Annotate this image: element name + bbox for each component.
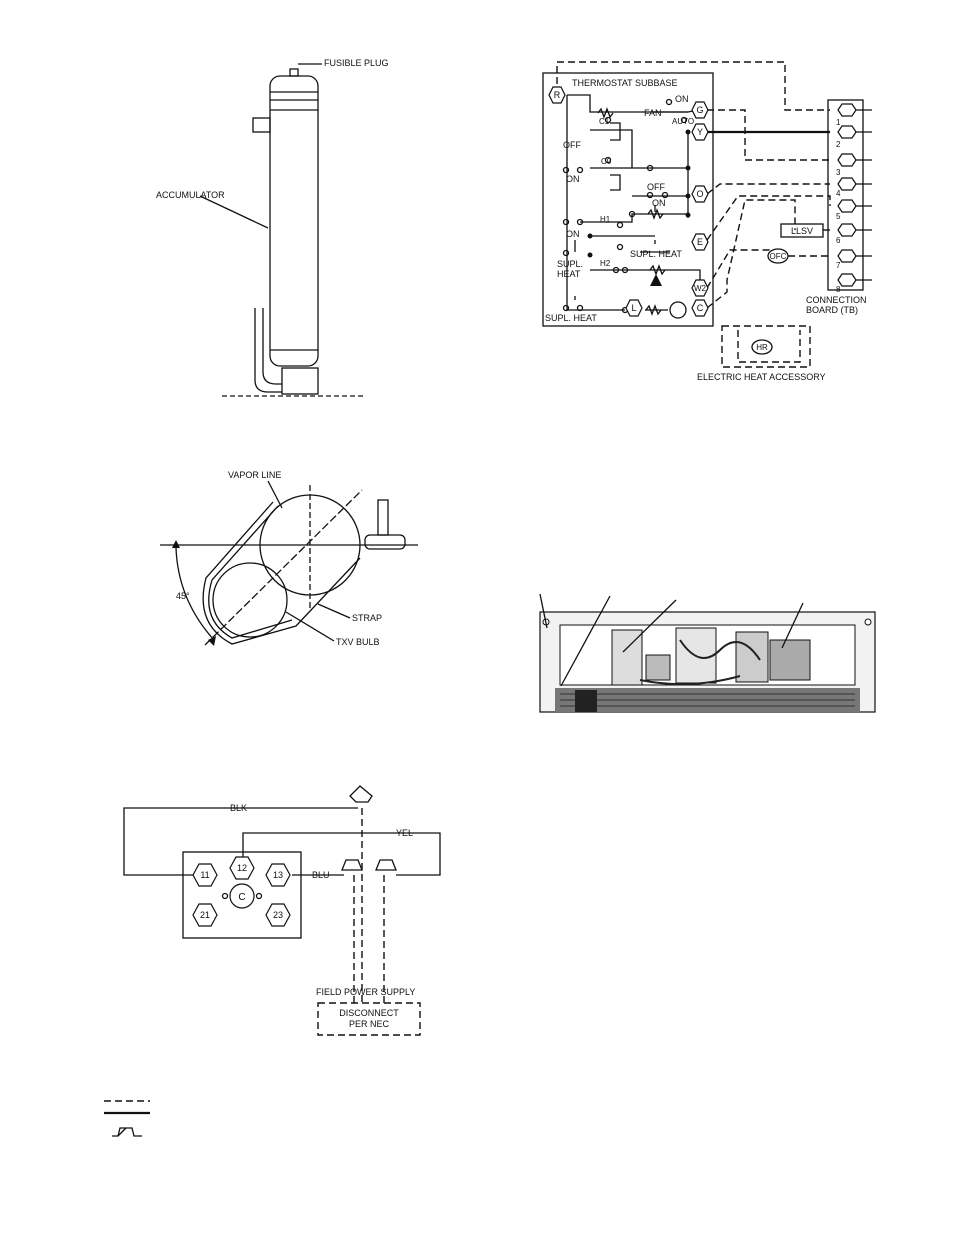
c1-label: C1 (599, 117, 610, 126)
outlet-tube (254, 308, 282, 393)
thermostat-subbase-box (542, 72, 714, 327)
board-number-4: 4 (836, 189, 841, 198)
angle-label: 45° (176, 591, 190, 601)
svg-text:Y: Y (697, 127, 703, 137)
fusible-plug-label: FUSIBLE PLUG (324, 58, 389, 68)
terminal-11: 11 (192, 863, 218, 887)
indicator-lamp (669, 301, 687, 319)
angle-arc (175, 547, 215, 641)
h1-label: H1 (600, 215, 611, 224)
terminal-12: 12 (229, 856, 255, 880)
em-off-label: OFF (647, 182, 665, 192)
fan-on-label: ON (675, 94, 689, 104)
power-wiring-figure: 11 12 13 21 23 C BLK YEL BLU FIELD POWER… (123, 785, 441, 1036)
em-on-label: ON (652, 198, 666, 208)
svg-text:G: G (696, 105, 703, 115)
thermostat-subbase-label: THERMOSTAT SUBBASE (572, 78, 678, 88)
txv-bulb-label: TXV BULB (336, 637, 380, 647)
system-off-label: OFF (563, 140, 581, 150)
txv-bulb-circle (212, 562, 288, 638)
svg-text:23: 23 (273, 910, 283, 920)
terminal-o: O (691, 185, 709, 203)
hr-symbol (751, 339, 773, 355)
board-number-3: 3 (836, 168, 841, 177)
c0-label: C0 (601, 157, 612, 166)
terminal-c: C (691, 299, 709, 317)
lug-yel (375, 859, 397, 871)
h2-label: H2 (600, 259, 611, 268)
board-number-2: 2 (836, 140, 841, 149)
fan-label: FAN (644, 108, 662, 118)
vapor-line-label: VAPOR LINE (228, 470, 281, 480)
terminal-c: C (221, 883, 263, 909)
llsv-label: LLSV (791, 226, 813, 236)
ground-lug-blk (349, 785, 373, 803)
connection-board (827, 99, 864, 291)
terminal-block (182, 851, 302, 939)
supl-heat-label-lower: SUPL. HEAT (545, 313, 597, 323)
txv-bulb-figure: 45° VAPOR LINE STRAP TXV BULB (160, 470, 418, 647)
system-on-label: ON (566, 174, 580, 184)
supl-label: SUPL. (557, 259, 583, 269)
accumulator-shell (269, 75, 319, 367)
blu-label: BLU (312, 870, 330, 880)
terminal-g: G (691, 101, 709, 119)
field-power-supply-label: FIELD POWER SUPPLY (316, 987, 415, 997)
ofc-label: OFC (770, 252, 787, 261)
control-box-photo (539, 593, 876, 713)
svg-text:13: 13 (273, 870, 283, 880)
thermostat-wiring-figure: THERMOSTAT SUBBASE (542, 61, 872, 382)
supl-heat-label-upper: SUPL. HEAT (630, 249, 682, 259)
board-number-7: 7 (836, 261, 841, 270)
heat-label: HEAT (557, 269, 581, 279)
lug-blu (341, 859, 363, 871)
hr-label: HR (756, 343, 768, 352)
terminal-21: 21 (192, 903, 218, 927)
disconnect-label-2: PER NEC (349, 1019, 390, 1029)
blk-label: BLK (230, 803, 247, 813)
svg-text:11: 11 (200, 870, 209, 880)
wiring-legend (104, 1100, 150, 1137)
terminal-w2: W2 (691, 279, 709, 297)
terminal-13: 13 (265, 863, 291, 887)
accumulator-figure: FUSIBLE PLUG ACCUMULATOR (156, 58, 389, 397)
inlet-tube (252, 117, 271, 133)
electric-heat-accessory-box (721, 325, 811, 368)
fusible-plug (289, 68, 299, 77)
board-number-1: 1 (836, 118, 841, 127)
board-terminals (837, 103, 872, 287)
strap-label: STRAP (352, 613, 382, 623)
electric-heat-accessory-label: ELECTRIC HEAT ACCESSORY (697, 372, 826, 382)
svg-text:W2: W2 (694, 284, 707, 293)
terminal-23: 23 (265, 903, 291, 927)
connection-board-label-2: BOARD (TB) (806, 305, 858, 315)
svg-text:L: L (631, 303, 636, 313)
svg-text:C: C (697, 303, 704, 313)
supl-on-label: ON (566, 229, 580, 239)
svg-text:12: 12 (237, 863, 247, 873)
svg-text:C: C (238, 892, 245, 903)
board-number-5: 5 (836, 212, 841, 221)
auto-label: AUTO (672, 117, 694, 126)
legend-splice-symbol (112, 1127, 142, 1137)
yel-label: YEL (396, 828, 413, 838)
terminal-y: Y (691, 123, 709, 141)
svg-text:O: O (696, 189, 703, 199)
svg-text:E: E (697, 237, 703, 247)
accumulator-label: ACCUMULATOR (156, 190, 225, 200)
board-number-8: 8 (836, 285, 841, 294)
terminal-r: R (548, 86, 566, 104)
board-number-6: 6 (836, 236, 841, 245)
connection-board-label-1: CONNECTION (806, 295, 867, 305)
terminal-l: L (625, 299, 643, 317)
disconnect-label-1: DISCONNECT (339, 1008, 399, 1018)
terminal-e: E (691, 233, 709, 251)
strap-bolt (377, 499, 389, 536)
svg-text:R: R (554, 90, 561, 100)
disconnect-box (317, 1002, 421, 1036)
svg-text:21: 21 (200, 910, 210, 920)
